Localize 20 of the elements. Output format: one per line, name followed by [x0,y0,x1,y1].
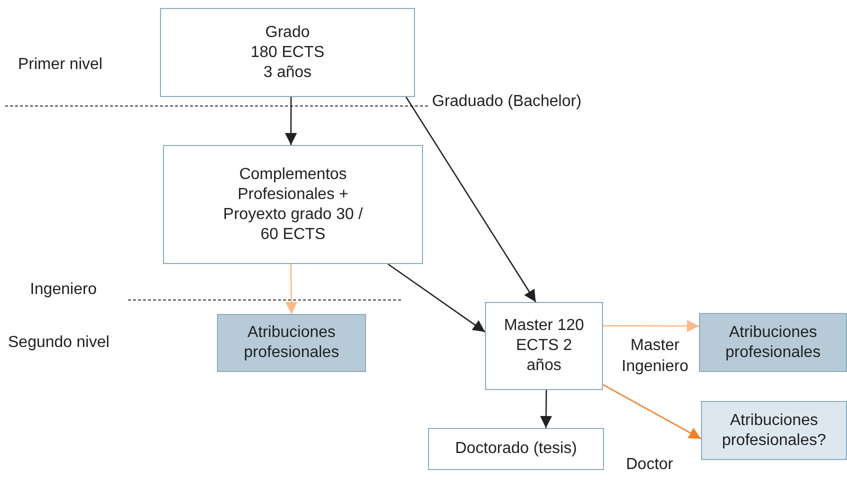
arrow [285,264,298,314]
outcome-box: Atribuciones profesionales? [701,401,847,460]
annotation-text: Master Ingeniero [620,336,690,377]
process-box: Doctorado (tesis) [428,428,604,470]
arrow [603,320,699,332]
annotation-text: Primer nivel [18,55,102,75]
process-box: Grado 180 ECTS 3 años [160,8,415,97]
annotation-text: Ingeniero [30,280,97,300]
annotation-text: Doctor [626,455,674,475]
arrow [406,96,536,302]
arrow [540,390,552,428]
outcome-box: Atribuciones profesionales [217,314,366,372]
arrow [284,97,297,145]
annotation-text: Segundo nivel [8,333,110,353]
arrow [388,263,486,332]
outcome-box: Atribuciones profesionales [699,313,847,372]
arrow [602,384,702,440]
process-box: Master 120 ECTS 2 años [485,302,603,390]
annotation-text: Graduado (Bachelor) [432,92,582,112]
process-box: Complementos Profesionales + Proyexto grado 30 / 60 ECTS [163,145,423,264]
